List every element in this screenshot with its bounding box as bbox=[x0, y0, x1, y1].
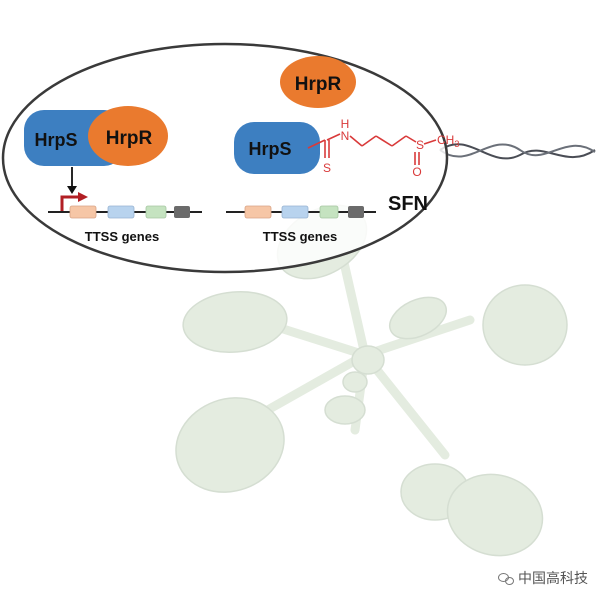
methyl-group: CH3 bbox=[437, 133, 459, 149]
leaf bbox=[446, 473, 544, 557]
arabidopsis-plant bbox=[175, 204, 568, 557]
atom-s-sulfinyl: S bbox=[416, 138, 424, 152]
leaf bbox=[389, 296, 447, 340]
atom-s-thio: S bbox=[323, 161, 331, 175]
watermark: 中国高科技 bbox=[494, 566, 592, 590]
gene-box bbox=[244, 205, 272, 219]
leaf bbox=[182, 291, 288, 353]
wechat-icon bbox=[498, 572, 514, 585]
hrps-label-left: HrpS bbox=[34, 130, 77, 150]
atom-n: N bbox=[341, 129, 350, 143]
watermark-text: 中国高科技 bbox=[518, 571, 588, 587]
left-complex: HrpS HrpR TTSS genes bbox=[24, 106, 202, 244]
hrpr-label-free: HrpR bbox=[295, 74, 342, 95]
gene-box bbox=[145, 205, 167, 219]
leaf bbox=[351, 345, 385, 375]
twisted-rope-icon bbox=[439, 143, 596, 160]
promoter-arrow-icon bbox=[60, 195, 80, 211]
hrpr-oval-left bbox=[88, 106, 168, 166]
gene-box bbox=[107, 205, 135, 219]
ttss-genes-label-left: TTSS genes bbox=[85, 229, 159, 244]
gene-box bbox=[348, 206, 364, 218]
right-complex: HrpR HrpS S N H S O CH3 SFN bbox=[226, 56, 459, 244]
hrpr-label-left: HrpR bbox=[106, 128, 153, 149]
leaf bbox=[482, 284, 568, 366]
leaf bbox=[175, 397, 285, 493]
hrps-block-right bbox=[234, 122, 320, 174]
hrps-label-right: HrpS bbox=[248, 139, 291, 159]
gene-box bbox=[281, 205, 309, 219]
leaf bbox=[324, 395, 366, 425]
atom-h: H bbox=[341, 117, 350, 131]
sfn-structure bbox=[307, 133, 437, 165]
gene-box bbox=[319, 205, 339, 219]
hrpr-oval-free bbox=[280, 56, 356, 108]
gene-box bbox=[174, 206, 190, 218]
leaf bbox=[342, 371, 368, 393]
atom-o: O bbox=[412, 165, 421, 179]
gene-box bbox=[69, 205, 97, 219]
sfn-label: SFN bbox=[388, 193, 428, 215]
ttss-genes-label-right: TTSS genes bbox=[263, 229, 337, 244]
